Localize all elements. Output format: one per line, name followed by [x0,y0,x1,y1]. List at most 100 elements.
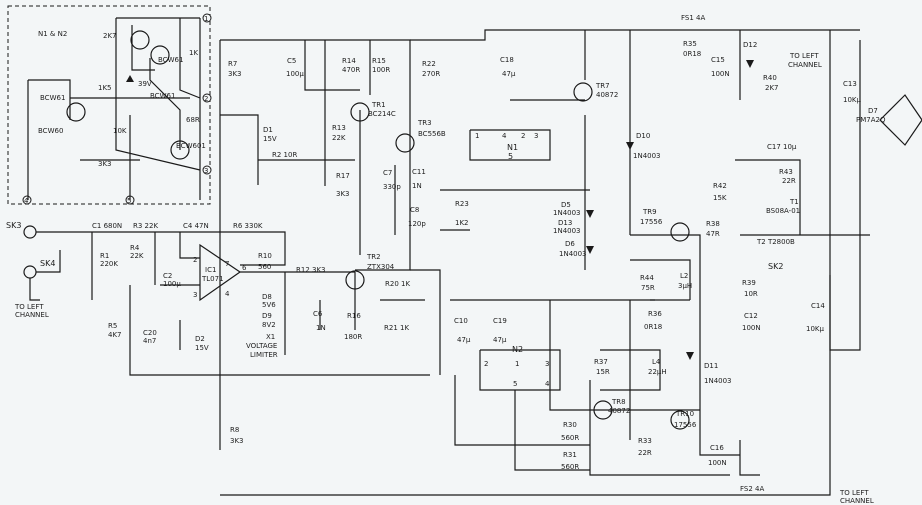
r7-value: 3K3 [228,70,242,78]
r5-value: 4K7 [108,331,122,339]
r16-label: R16 [347,312,361,320]
l2-value: 3μH [678,282,692,290]
to-left-2: TO LEFT [789,52,819,60]
r13-value: 22K [332,134,346,142]
t1-value: BS08A-01 [766,207,800,215]
r20-label: R20 1K [385,280,410,288]
d6-value: 1N4003 [559,250,587,258]
r35-label: R35 [683,40,697,48]
pin-2-label: 2 [204,95,208,103]
r33-value: 22R [638,449,652,457]
module-label: N1 & N2 [38,30,67,38]
r23-label: R23 [455,200,469,208]
r3-label: R3 22K [133,222,158,230]
x1-label: X1 [266,333,275,341]
c8-label: C8 [410,206,419,214]
d8-label: D8 [262,293,272,301]
r43-label: R43 [779,168,793,176]
r16-value: 180R [344,333,362,341]
d7-label: D7 [868,107,878,115]
r23-value: 1K2 [455,219,469,227]
r38-label: R38 [706,220,720,228]
r10-value: 560 [258,263,271,271]
c12-label: C12 [744,312,758,320]
d8-value: 5V6 [262,301,276,309]
r15-value: 100R [372,66,390,74]
z-39v-label: 39V [138,80,152,88]
ic1-value: TL071 [201,275,224,283]
r8-value: 3K3 [230,437,244,445]
q-bcw61a-label: BCW61 [158,56,183,64]
ic1-pin7: 7 [225,260,229,268]
l4-label: L4 [652,358,661,366]
r2-label: R2 10R [272,151,297,159]
c16-label: C16 [710,444,724,452]
n2-label: N2 [512,345,523,354]
n2-pin1: 1 [515,360,519,368]
c19-value: 47μ [493,336,507,344]
ic1-pin3: 3 [193,291,197,299]
tr10-value: 17556 [674,421,697,429]
r4-label: R4 [130,244,140,252]
pin-5-label: 5 [127,197,131,205]
r-1k-label: 1K [189,49,198,57]
tr3-label: TR3 [417,119,432,127]
c6-label: C6 [313,310,323,318]
r15-label: R15 [372,57,386,65]
d1-value: 15V [263,135,277,143]
l4-value: 22μH [648,368,667,376]
d5-label: D5 [561,201,571,209]
fs1-label: FS1 4A [681,14,705,22]
r22-label: R22 [422,60,436,68]
n1-pin2: 2 [521,132,525,140]
d6-label: D6 [565,240,575,248]
tr1-value: BC214C [368,110,396,118]
c5-value: 100μ [286,70,304,78]
c14-label: C14 [811,302,825,310]
d2-value: 15V [195,344,209,352]
r36-label: R36 [648,310,662,318]
c10-label: C10 [454,317,468,325]
d12-label: D12 [743,41,757,49]
c7-value: 330p [383,183,401,191]
r33-label: R33 [638,437,652,445]
r1-value: 220K [100,260,118,268]
r44-label: R44 [640,274,654,282]
c12-value: 100N [742,324,761,332]
sk2-label: SK2 [768,262,783,271]
r39-value: 10R [744,290,758,298]
d9-value: 8V2 [262,321,276,329]
n1-pin5: 5 [508,152,513,161]
c15-value: 100N [711,70,730,78]
n2-pin2: 2 [484,360,488,368]
d11-label: D11 [704,362,718,370]
tr9-label: TR9 [642,208,657,216]
r8-label: R8 [230,426,239,434]
r17-value: 3K3 [336,190,350,198]
c11-value: 1N [412,182,422,190]
c7-label: C7 [383,169,392,177]
to-left-3: TO LEFT [839,489,869,497]
t1-label: T1 [789,198,799,206]
d7-value: PM7A2Q [856,116,886,124]
q-bcw61-label: BCW61 [40,94,65,102]
tr8-label: TR8 [611,398,626,406]
r40-label: R40 [763,74,777,82]
tr3-value: BC556B [418,130,446,138]
tr1-label: TR1 [371,101,386,109]
n1-pin3: 3 [534,132,538,140]
c20-value: 4n7 [143,337,156,345]
l2-label: L2 [680,272,688,280]
r30-value: 560R [561,434,579,442]
sk4-label: SK4 [40,259,55,268]
r13-label: R13 [332,124,346,132]
n2-pin4: 4 [545,380,550,388]
r22-value: 270R [422,70,440,78]
r5-label: R5 [108,322,117,330]
output-wiring [220,29,922,496]
q-bcw61b-label: BCW61 [150,92,175,100]
r31-value: 560R [561,463,579,471]
r17-label: R17 [336,172,350,180]
n1-pin4: 4 [502,132,507,140]
r44-value: 75R [641,284,655,292]
